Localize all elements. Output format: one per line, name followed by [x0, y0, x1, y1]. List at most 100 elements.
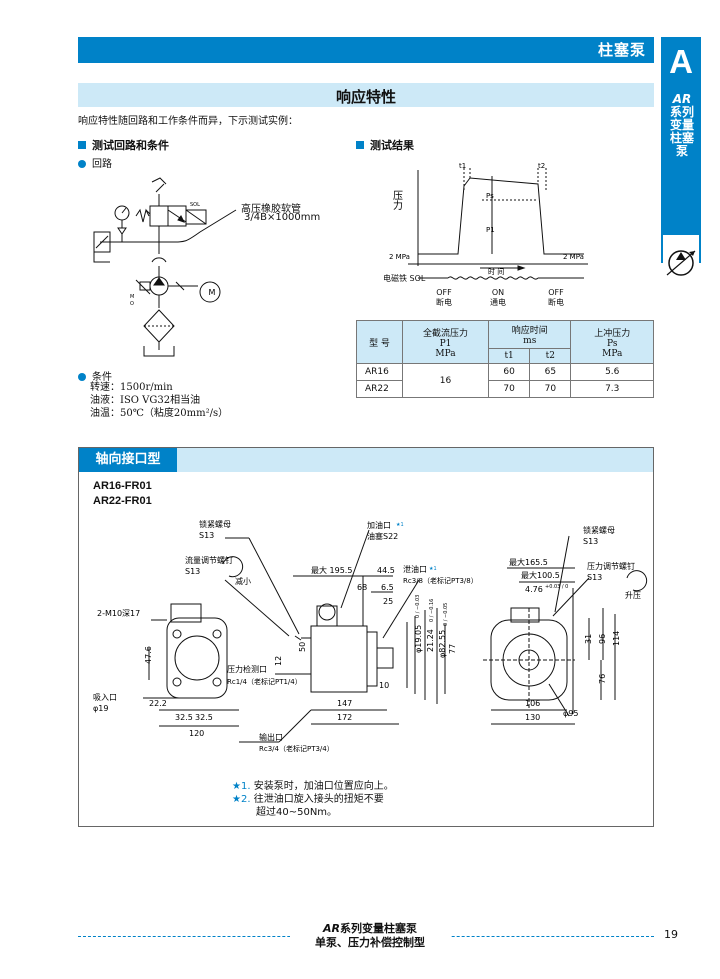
relief-valve-icon — [93, 231, 111, 253]
lbl-fill-mark: ★1 — [396, 522, 404, 528]
note-1: ★1. 安装泵时，加油口位置应向上。 — [232, 780, 394, 793]
lbl-flow-screw: 流量调节螺钉 — [185, 555, 233, 565]
dim-325b: 32.5 — [195, 713, 213, 722]
th-surge: 上冲压力 Ps MPa — [570, 320, 654, 364]
model-ar22: AR22-FR01 — [93, 495, 152, 507]
cell-t1: 60 — [487, 363, 531, 381]
cell-p1: 16 — [402, 363, 489, 398]
dim-114: 114 — [612, 631, 621, 646]
pump-symbol-icon — [666, 250, 696, 276]
lbl-press-screw: 压力调节螺钉 — [587, 561, 635, 571]
lbl-s13-c: S13 — [583, 537, 598, 546]
conditions-list: 转速：1500r/min 油液：ISO VG32相当油 油温：50℃（粘度20m… — [90, 381, 228, 420]
dim-476btol: +0.03 / 0 — [545, 584, 568, 590]
footer-line-1: AR系列变量柱塞泵 — [290, 922, 450, 936]
cell-model: AR22 — [356, 380, 403, 398]
response-graph: 压力 t1 t2 Ps P1 2 MPa 2 MPa 时 间 — [389, 162, 588, 280]
dim-50: 50 — [298, 642, 307, 652]
cell-t2: 70 — [529, 380, 572, 398]
mpa-left: 2 MPa — [389, 253, 410, 261]
circuit-heading-text: 测试回路和条件 — [92, 139, 169, 152]
t2-label: t2 — [538, 162, 545, 170]
side-tab-letter: A — [669, 43, 693, 80]
state-1-zh: 断电 — [436, 298, 452, 307]
table-row: AR16 16 60 65 5.6 — [356, 363, 654, 398]
side-tab-series: 系列变量柱塞泵 — [669, 105, 694, 158]
axial-port-panel: 轴向接口型 AR16-FR01 AR22-FR01 — [78, 447, 654, 827]
o-label: O — [130, 301, 134, 307]
side-tab-text: AR 系列变量柱塞泵 — [666, 93, 698, 158]
note-2-text-a: 往泄油口旋入接头的扭矩不要 — [253, 794, 384, 805]
section-banner: 响应特性 — [78, 83, 654, 107]
lbl-suction: 吸入口 — [93, 693, 117, 702]
state-3-en: OFF — [548, 288, 564, 297]
dim-76: 76 — [598, 674, 607, 684]
th-surge-sym: Ps — [607, 338, 618, 349]
dim-77: 77 — [448, 644, 457, 654]
pressure-axis-label: 压力 — [391, 190, 403, 211]
lbl-press-port: 压力检测口 — [227, 664, 267, 674]
lbl-outlet: 输出口 — [259, 732, 283, 742]
axial-models: AR16-FR01 AR22-FR01 — [93, 479, 152, 509]
lbl-s13-b: S13 — [185, 567, 200, 576]
th-model: 型 号 — [356, 320, 403, 364]
dim-25: 25 — [383, 597, 393, 606]
note-2: ★2. 往泄油口旋入接头的扭矩不要 — [232, 793, 394, 806]
dimension-drawing: 锁紧螺母 S13 流量调节螺钉 S13 减小 2-M10深17 加油口 ★1 油… — [93, 519, 648, 753]
circuit-subheading: 回路 — [78, 155, 112, 170]
test-circuit-diagram: M M O SOL — [93, 177, 237, 357]
lbl-plug: 油塞S22 — [367, 531, 398, 541]
condition-temp: 油温：50℃（粘度20mm²/s） — [90, 408, 229, 419]
dim-445: 44.5 — [377, 566, 395, 575]
condition-oil: 油液：ISO VG32相当油 — [90, 395, 201, 406]
dim-max1655: 最大165.5 — [509, 557, 548, 567]
state-2-zh: 通电 — [490, 298, 506, 307]
pressure-trace — [418, 177, 584, 255]
lbl-phi95: φ95 — [563, 709, 578, 718]
section-intro: 响应特性随回路和工作条件而异，下示测试实例： — [78, 116, 298, 127]
t1-label: t1 — [459, 162, 466, 170]
time-label: 时 间 — [488, 267, 504, 276]
note-1-mark: ★1. — [232, 781, 251, 792]
lbl-m10: 2-M10深17 — [97, 609, 140, 618]
dim-8255: φ82.55 — [438, 630, 447, 658]
note-1-text: 安装泵时，加油口位置应向上。 — [253, 781, 394, 792]
section-title: 响应特性 — [335, 88, 396, 106]
dim-96: 96 — [598, 634, 607, 644]
mpa-right: 2 MPa — [563, 253, 584, 261]
th-resp-title: 响应时间 — [511, 326, 548, 336]
dim-2124tol: 0 / −0.16 — [429, 599, 435, 622]
notes: ★1. 安装泵时，加油口位置应向上。 ★2. 往泄油口旋入接头的扭矩不要 超过4… — [232, 780, 394, 819]
th-cutoff: 全截流压力 P1 MPa — [402, 320, 489, 364]
motor-icon — [199, 281, 221, 303]
hose-spec: 3/4B×1000mm — [244, 212, 321, 223]
circuit-subheading-text: 回路 — [92, 159, 112, 170]
th-cutoff-unit: MPa — [435, 348, 456, 359]
dim-222: 22.2 — [149, 699, 167, 708]
conditions-heading-text: 条件 — [92, 372, 112, 383]
dim-max195: 最大 195.5 — [311, 565, 352, 575]
lbl-phi19: φ19 — [93, 704, 108, 713]
results-heading-text: 测试结果 — [370, 139, 414, 152]
state-3-zh: 断电 — [548, 298, 564, 307]
side-tab-brand: AR — [672, 92, 692, 106]
lbl-rc14: Rc1/4（老标记PT1/4） — [227, 677, 302, 686]
axial-panel-tag: 轴向接口型 — [79, 448, 177, 472]
footer-line-2: 单泵、压力补偿控制型 — [315, 936, 425, 949]
sol-label: SOL — [190, 202, 200, 208]
pump-rear-body — [166, 617, 228, 699]
dim-68: 68 — [357, 583, 367, 592]
lbl-s13-d: S13 — [587, 573, 602, 582]
dim-8255tol: 0 / −0.05 — [443, 603, 449, 626]
motor-label: M — [209, 288, 216, 297]
lbl-fill-port: 加油口 — [367, 520, 391, 530]
ps-label: Ps — [486, 192, 494, 200]
footer-title: AR系列变量柱塞泵 单泵、压力补偿控制型 — [290, 922, 450, 954]
footer-series: 系列变量柱塞泵 — [339, 922, 417, 935]
note-2-mark: ★2. — [232, 794, 251, 805]
model-ar16: AR16-FR01 — [93, 480, 152, 492]
cell-t2: 65 — [529, 363, 572, 381]
dim-10: 10 — [379, 681, 389, 690]
